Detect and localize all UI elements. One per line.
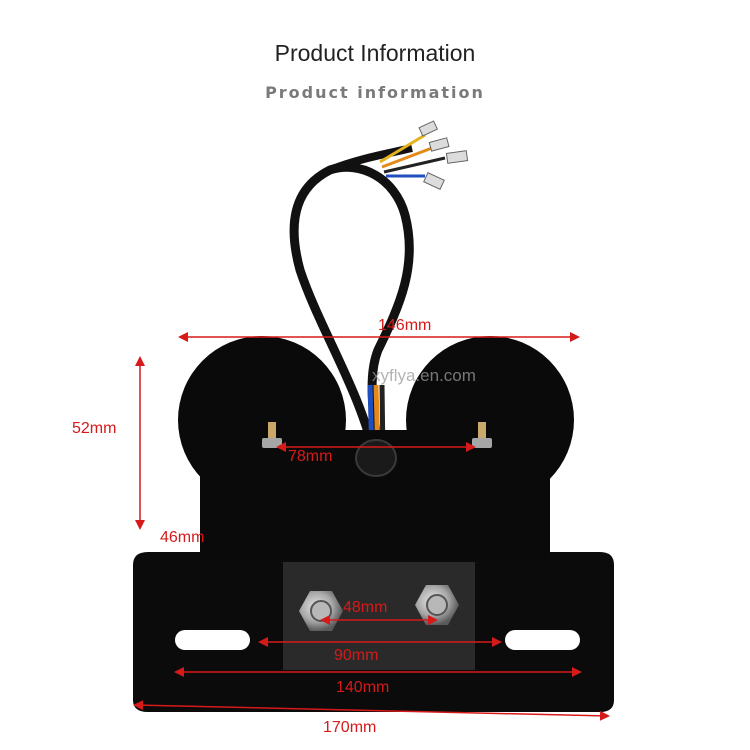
dim-label-height-lower: 46mm <box>160 529 204 546</box>
dim-label-top-width: 146mm <box>378 317 431 334</box>
dim-label-total-width: 170mm <box>323 719 376 736</box>
dim-label-slot-spacing: 140mm <box>336 679 389 696</box>
mount-slot-right <box>505 630 580 650</box>
dim-label-bolt-spacing: 48mm <box>343 599 387 616</box>
wire-harness <box>289 120 469 463</box>
dim-label-mount-width: 90mm <box>334 647 378 664</box>
dim-label-hole-spacing: 78mm <box>288 448 332 465</box>
mount-slot-left <box>175 630 250 650</box>
stud-right <box>472 422 492 448</box>
page-subtitle: Product information <box>265 83 485 102</box>
watermark: xyflya.en.com <box>372 366 476 385</box>
page-title: Product Information <box>274 40 476 66</box>
dim-label-height-upper: 52mm <box>72 420 116 437</box>
dim-line-total-width <box>133 700 610 721</box>
